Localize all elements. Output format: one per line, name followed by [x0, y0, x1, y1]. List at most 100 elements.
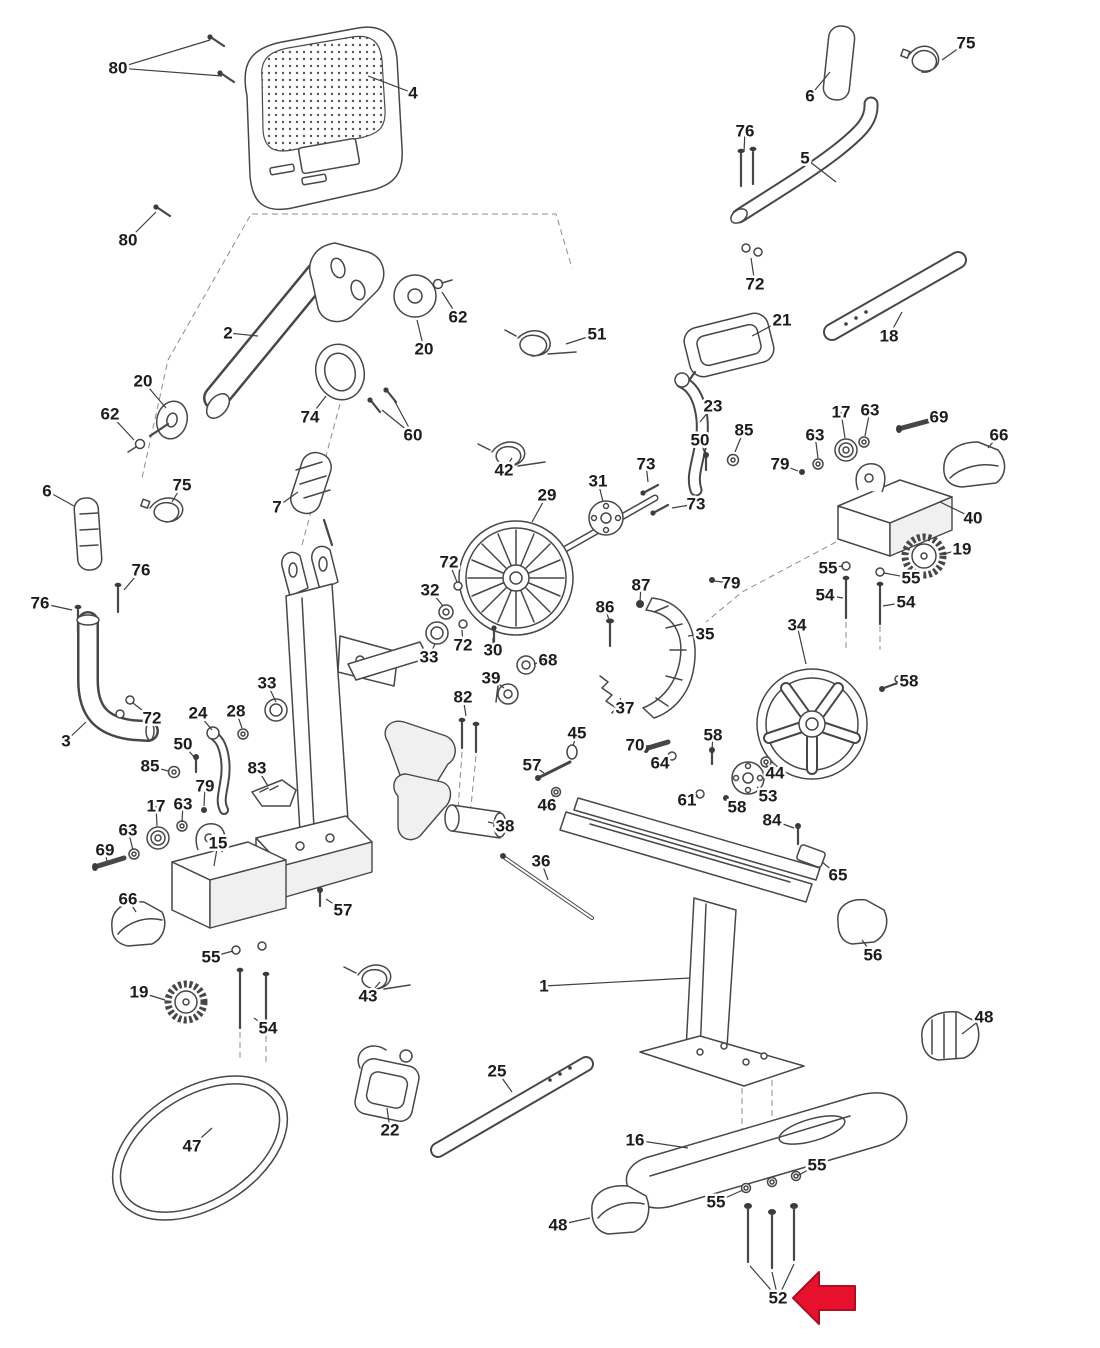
leader-line-56 — [861, 939, 874, 956]
leader-line-80 — [117, 67, 223, 77]
leader-line-33 — [266, 682, 277, 703]
part-label-45: 45 — [568, 724, 587, 743]
main-mast — [255, 545, 456, 908]
leader-line-75 — [941, 42, 967, 61]
part-label-57: 57 — [334, 901, 353, 920]
leader-line-53 — [756, 786, 769, 797]
leader-line-65 — [821, 861, 839, 876]
crank-cover — [642, 597, 696, 719]
part-label-60: 60 — [404, 426, 423, 445]
leader-line-75 — [171, 484, 183, 503]
part-label-63: 63 — [861, 401, 880, 420]
part-label-7: 7 — [272, 498, 281, 517]
leader-line-79 — [713, 580, 732, 584]
adjust-knob — [290, 451, 334, 547]
part-label-58: 58 — [728, 798, 747, 817]
leader-line-86 — [604, 606, 610, 621]
leader-line-58 — [725, 797, 738, 808]
part-label-86: 86 — [596, 598, 615, 617]
leader-line-1 — [543, 977, 691, 987]
leader-line-17 — [840, 411, 846, 439]
leader-line-18 — [888, 311, 903, 337]
leader-line-46 — [546, 794, 555, 806]
part-label-44: 44 — [766, 764, 785, 783]
leader-line-28 — [235, 710, 243, 729]
part-label-19: 19 — [953, 540, 972, 559]
part-label-2: 2 — [223, 324, 232, 343]
part-label-55: 55 — [202, 948, 221, 967]
leader-line-87 — [639, 584, 642, 603]
pulley-hardware — [425, 581, 536, 705]
part-label-85: 85 — [735, 421, 754, 440]
leader-line-50 — [699, 439, 707, 457]
part-label-62: 62 — [449, 308, 468, 327]
leader-line-45 — [572, 732, 578, 747]
leader-line-36 — [540, 860, 549, 881]
leader-line-44 — [765, 764, 776, 774]
leader-line-35 — [687, 633, 706, 637]
part-label-73: 73 — [637, 455, 656, 474]
part-label-72: 72 — [143, 709, 162, 728]
leader-line-57 — [531, 764, 545, 774]
upright-post — [203, 242, 385, 419]
leader-line-55 — [210, 950, 234, 958]
leader-line-72 — [448, 561, 458, 583]
part-label-54: 54 — [816, 586, 835, 605]
leader-line-52 — [771, 1271, 779, 1299]
leader-line-55 — [827, 565, 844, 569]
leader-line-60 — [393, 399, 414, 436]
leader-line-63 — [814, 434, 819, 459]
part-label-70: 70 — [626, 736, 645, 755]
part-label-80: 80 — [109, 59, 128, 78]
part-label-69: 69 — [930, 408, 949, 427]
crank-arm-right — [674, 372, 740, 497]
part-label-61: 61 — [678, 791, 697, 810]
part-label-22: 22 — [381, 1121, 400, 1140]
part-label-53: 53 — [759, 787, 778, 806]
part-label-17: 17 — [147, 797, 166, 816]
drive-pulley — [458, 520, 574, 636]
part-label-20: 20 — [134, 372, 153, 391]
part-label-18: 18 — [880, 327, 899, 346]
leader-line-55 — [715, 1189, 744, 1203]
part-label-79: 79 — [771, 455, 790, 474]
hardware-right-cluster — [799, 418, 931, 626]
leader-line-73 — [671, 503, 697, 509]
part-label-83: 83 — [248, 759, 267, 778]
part-label-25: 25 — [488, 1062, 507, 1081]
part-label-30: 30 — [484, 641, 503, 660]
part-label-19: 19 — [130, 983, 149, 1002]
part-label-35: 35 — [696, 625, 715, 644]
leader-line-76 — [743, 130, 746, 153]
part-label-6: 6 — [42, 482, 51, 501]
leader-line-62 — [109, 413, 135, 441]
console — [153, 26, 403, 218]
part-label-84: 84 — [763, 811, 782, 830]
leader-line-22 — [386, 1107, 391, 1131]
part-label-47: 47 — [183, 1137, 202, 1156]
leader-line-84 — [771, 819, 795, 829]
leader-line-73 — [645, 463, 649, 483]
leader-line-42 — [503, 457, 513, 471]
leader-line-32 — [429, 589, 444, 607]
leader-line-24 — [197, 712, 213, 731]
wire-harness-43 — [343, 964, 411, 990]
leader-line-72 — [461, 629, 464, 646]
leader-line-83 — [256, 767, 269, 787]
part-label-55: 55 — [808, 1156, 827, 1175]
pedal-left — [354, 1045, 420, 1122]
hardware-left-cluster — [92, 820, 270, 1034]
leader-line-58 — [711, 734, 714, 751]
part-label-32: 32 — [421, 581, 440, 600]
leader-line-54 — [253, 1017, 269, 1029]
bottom-bolts — [740, 1170, 802, 1270]
leader-line-21 — [751, 319, 783, 337]
part-label-76: 76 — [736, 122, 755, 141]
part-label-5: 5 — [800, 149, 809, 168]
leader-line-76 — [39, 602, 73, 611]
part-label-39: 39 — [482, 669, 501, 688]
crank-arm-left — [167, 698, 297, 815]
tension-hardware — [599, 577, 715, 714]
leader-line-82 — [462, 696, 467, 717]
